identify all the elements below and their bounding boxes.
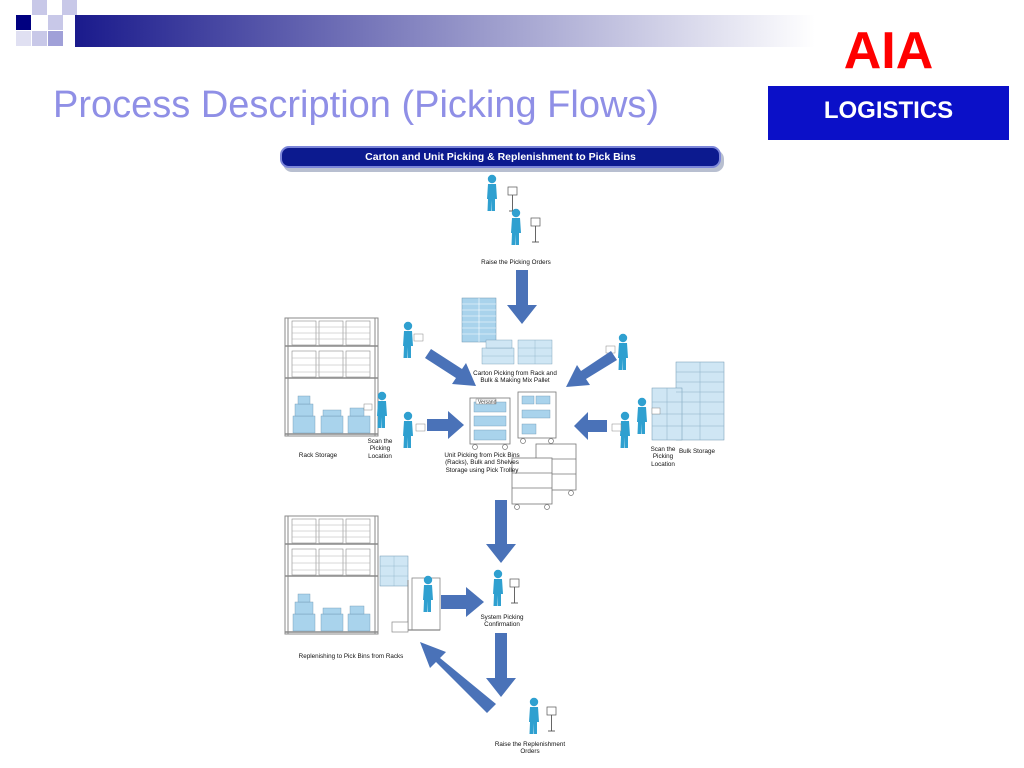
logo-brand-text: AIA [843,22,934,80]
caption-rack-storage: Rack Storage [298,452,338,459]
forklift-icon [379,555,441,633]
person-carrying-box-icon [403,411,426,448]
person-at-computer-icon [493,569,520,606]
person-scanner-icon [363,391,387,428]
company-logo: AIA LOGISTICS [768,16,1009,140]
diagram-banner: Carton and Unit Picking & Replenishment … [280,146,721,168]
caption-scan-left: Scan the Picking Location [367,438,393,460]
flow-arrow-icon [566,351,617,387]
person-at-computer-icon [511,208,541,245]
caption-scan-right: Scan the Picking Location [650,446,676,468]
flow-arrow-icon [486,500,516,563]
pallet-stack-icon [461,297,553,365]
storage-rack-icon [284,317,379,437]
flow-arrow-icon [486,633,516,697]
checker-squares-icon [16,0,77,46]
pick-trolley-icon: Versand [469,397,511,450]
person-at-computer-icon [487,174,518,212]
flow-arrow-icon [507,270,537,324]
caption-carton-picking: Carton Picking from Rack and Bulk & Maki… [473,370,557,385]
pick-trolley-icon [517,391,557,444]
person-carrying-box-icon [611,411,630,448]
caption-system-confirmation: System Picking Confirmation [480,614,524,629]
person-at-computer-icon [529,697,557,734]
caption-replenishing: Replenishing to Pick Bins from Racks [298,653,404,660]
flow-arrow-icon [420,642,496,713]
bulk-storage-icon [651,361,725,441]
caption-bulk-storage: Bulk Storage [678,448,716,455]
caption-raise-replenishment: Raise the Replenishment Orders [494,741,566,756]
person-scanner-icon [637,397,661,434]
flow-arrows [420,270,617,713]
storage-rack-icon [284,515,379,635]
caption-raise-picking-orders: Raise the Picking Orders [481,259,551,266]
flow-arrow-icon [574,412,607,440]
flow-arrow-icon [427,411,464,439]
caption-unit-picking: Unit Picking from Pick Bins (Racks), Bul… [444,452,520,474]
logo-subtitle-box: LOGISTICS [768,86,1009,140]
trolley-label: Versand [478,400,497,406]
header-gradient-bar [75,15,815,47]
person-carrying-box-icon [403,321,424,358]
flow-arrow-icon [441,587,484,617]
flow-arrow-icon [425,349,476,386]
page-title: Process Description (Picking Flows) [53,84,660,126]
